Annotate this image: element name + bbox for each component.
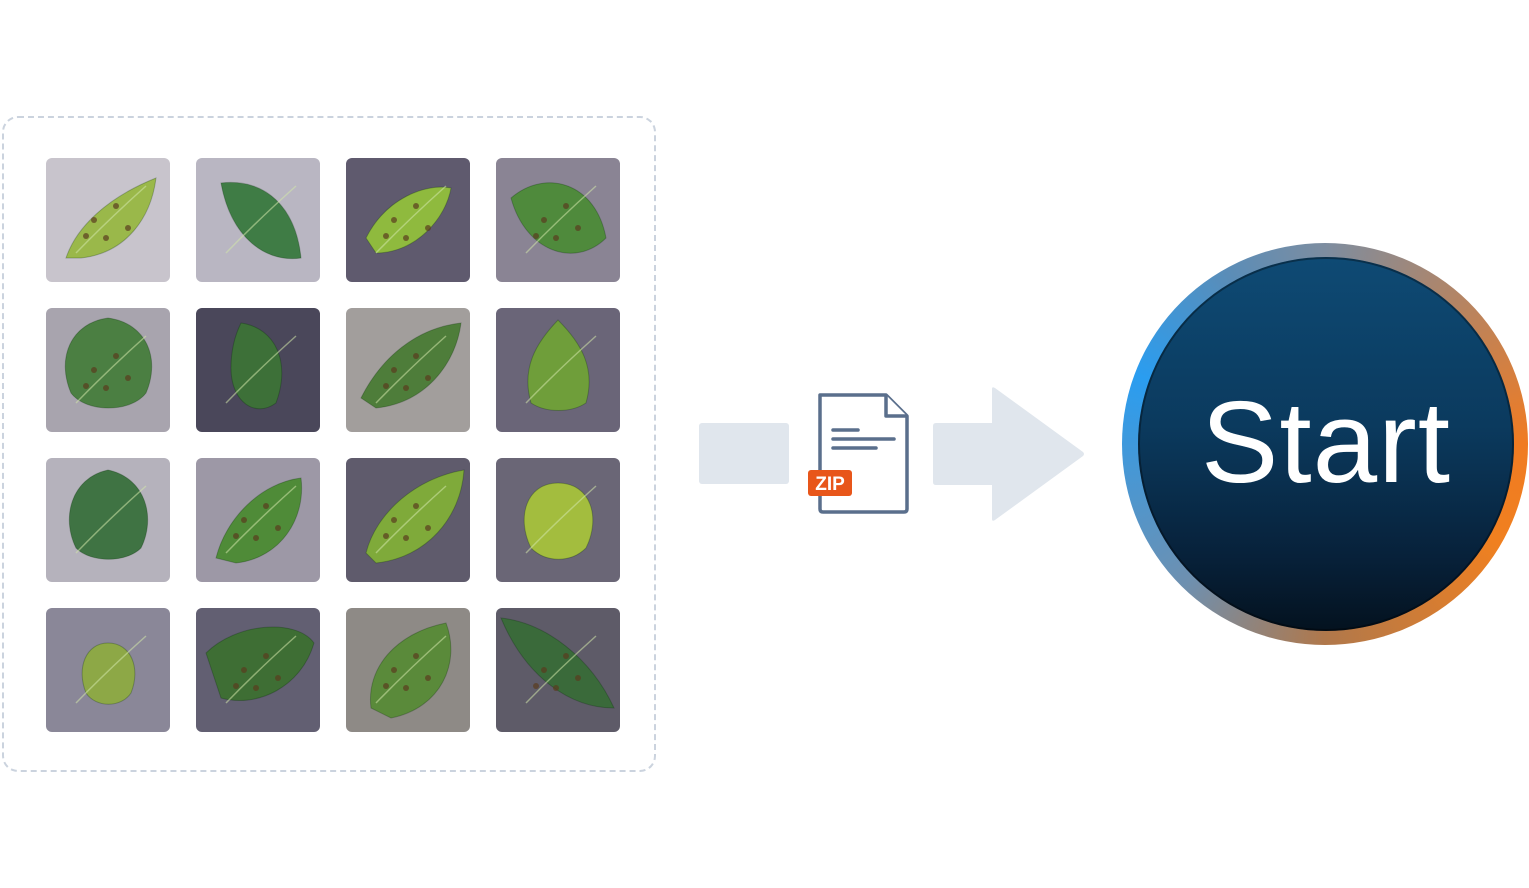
leaf-image <box>196 158 320 282</box>
leaf-image <box>196 458 320 582</box>
leaf-thumbnail[interactable] <box>496 458 620 582</box>
leaf-image <box>496 308 620 432</box>
start-button[interactable]: Start <box>1122 243 1528 645</box>
leaf-thumbnail[interactable] <box>346 458 470 582</box>
leaf-thumbnail[interactable] <box>496 608 620 732</box>
leaf-image <box>46 308 170 432</box>
leaf-image <box>346 608 470 732</box>
leaf-image <box>496 158 620 282</box>
leaf-image <box>46 158 170 282</box>
leaf-thumbnail[interactable] <box>196 458 320 582</box>
leaf-thumbnail[interactable] <box>196 608 320 732</box>
start-button-label: Start <box>1201 377 1451 507</box>
image-drop-zone[interactable] <box>2 116 656 772</box>
zip-file-icon: ZIP <box>808 393 909 514</box>
leaf-thumbnail[interactable] <box>196 158 320 282</box>
leaf-image <box>196 608 320 732</box>
leaf-thumbnail[interactable] <box>46 308 170 432</box>
leaf-thumbnail[interactable] <box>46 608 170 732</box>
start-button-face: Start <box>1138 257 1514 631</box>
zip-badge-label: ZIP <box>815 474 845 495</box>
leaf-image <box>496 608 620 732</box>
leaf-image <box>496 458 620 582</box>
leaf-image <box>346 458 470 582</box>
leaf-image <box>346 308 470 432</box>
leaf-thumbnail[interactable] <box>496 158 620 282</box>
leaf-thumbnail[interactable] <box>46 158 170 282</box>
leaf-thumbnail[interactable] <box>346 158 470 282</box>
leaf-image <box>196 308 320 432</box>
leaf-thumbnail[interactable] <box>496 308 620 432</box>
zip-badge <box>808 470 852 496</box>
leaf-image <box>46 458 170 582</box>
leaf-thumbnail[interactable] <box>46 458 170 582</box>
right-arrow-icon <box>933 387 1084 521</box>
leaf-image <box>46 608 170 732</box>
leaf-thumbnail[interactable] <box>196 308 320 432</box>
leaf-thumbnail[interactable] <box>346 608 470 732</box>
leaf-image <box>346 158 470 282</box>
flow-connector-bar <box>699 423 789 484</box>
leaf-thumbnail[interactable] <box>346 308 470 432</box>
